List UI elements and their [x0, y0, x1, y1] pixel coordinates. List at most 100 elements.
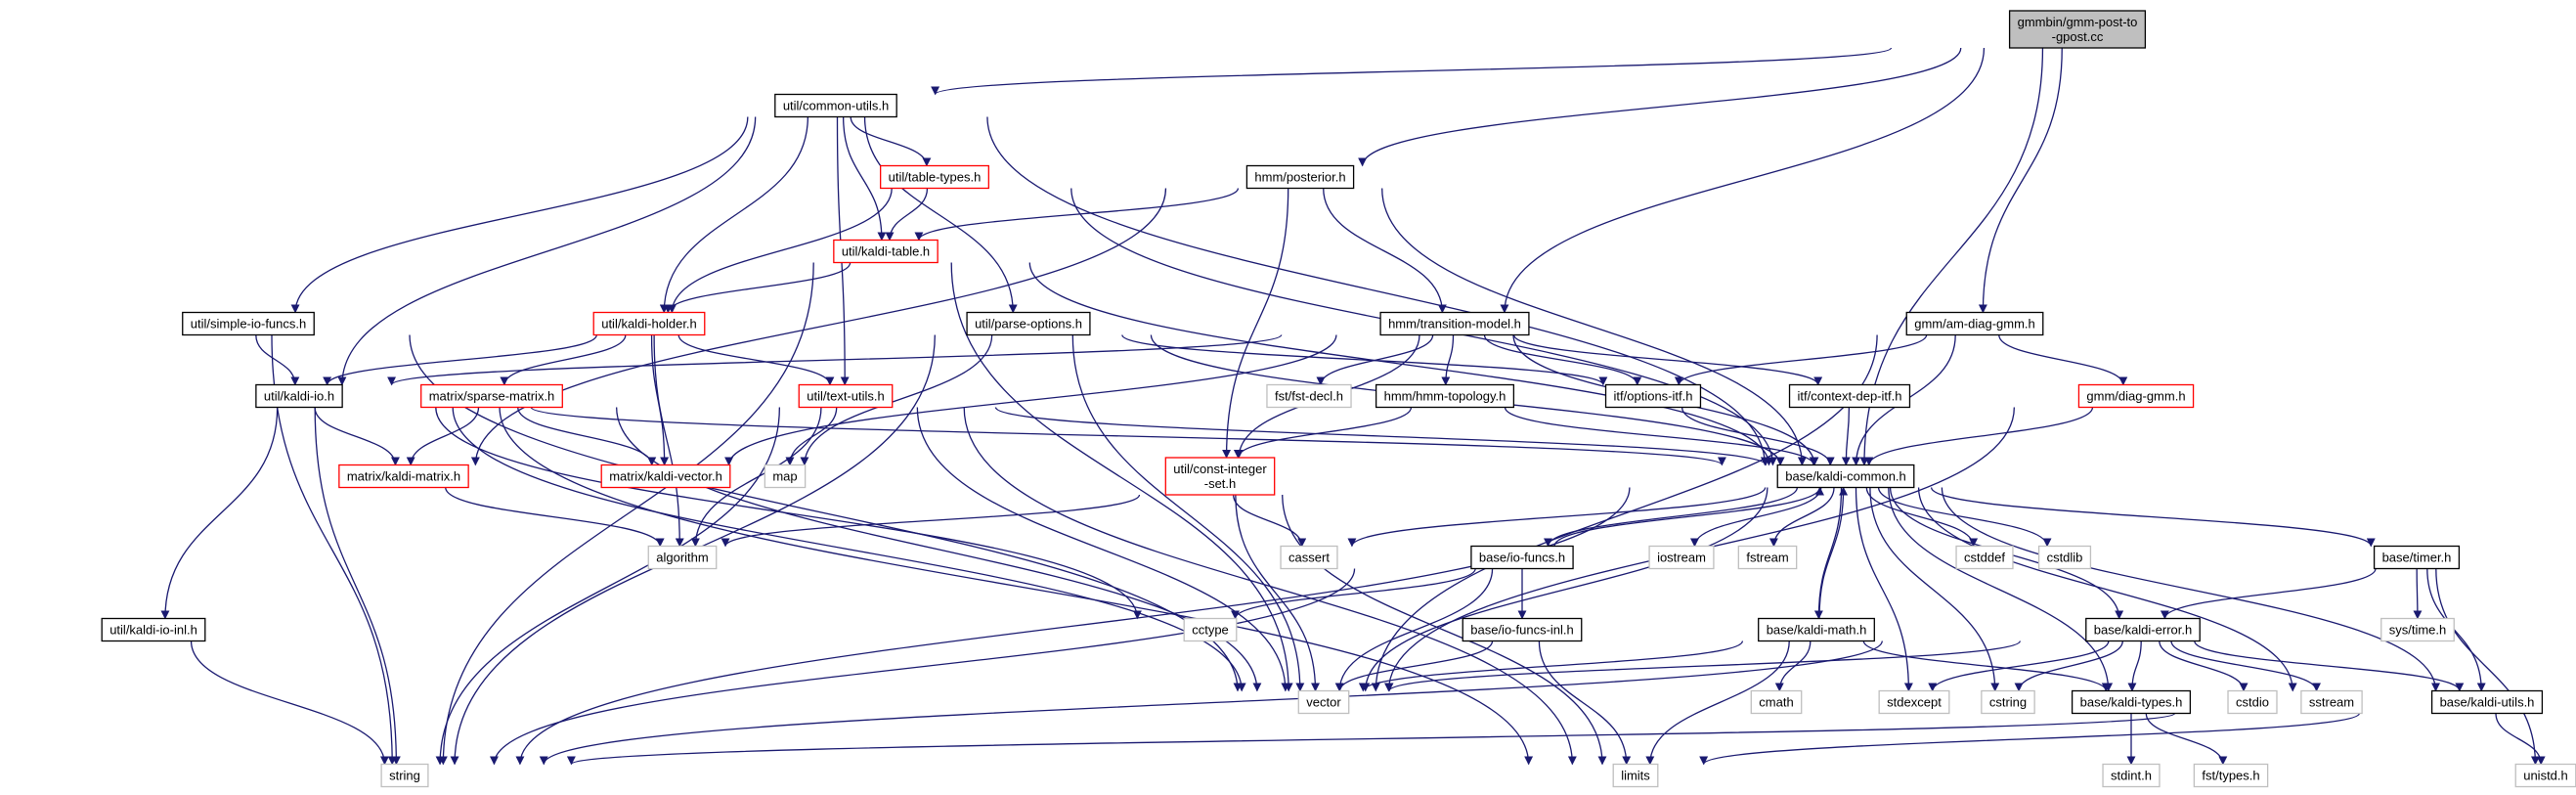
node-hmm-transition-model[interactable]: hmm/transition-model.h	[1379, 311, 1530, 336]
node-box	[1776, 464, 1915, 489]
node-label: base/io-funcs-inl.h	[1470, 623, 1574, 638]
node-base-timer[interactable]: base/timer.h	[2373, 545, 2461, 570]
edge-root-to-gmm-am-diag	[1978, 47, 2063, 314]
edge-base-kaldi-error-to-vector	[1384, 640, 2021, 692]
node-base-io-funcs-inl[interactable]: base/io-funcs-inl.h	[1462, 617, 1583, 642]
edge-util-kaldi-io-to-base-kaldi-common	[530, 406, 1726, 466]
edge-base-kaldi-common-to-base-kaldi-utils	[1941, 487, 2440, 692]
node-label: hmm/transition-model.h	[1388, 317, 1521, 331]
node-base-kaldi-common[interactable]: base/kaldi-common.h	[1776, 464, 1915, 489]
edge-base-kaldi-common-to-fstream	[1768, 487, 1835, 548]
node-cstdlib: cstdlib	[2037, 545, 2092, 570]
node-base-kaldi-math[interactable]: base/kaldi-math.h	[1758, 617, 1875, 642]
node-box	[833, 239, 939, 264]
node-matrix-sparse[interactable]: matrix/sparse-matrix.h	[420, 383, 563, 409]
node-util-common-utils[interactable]: util/common-utils.h	[774, 93, 897, 118]
node-box	[1280, 545, 1338, 570]
node-box	[1164, 457, 1276, 496]
node-label: util/text-utils.h	[807, 389, 884, 404]
edge-hmm-transition-model-to-matrix-kaldi-vector	[724, 334, 1337, 466]
node-label: util/const-integer	[1173, 462, 1267, 476]
node-label: util/simple-io-funcs.h	[191, 317, 307, 331]
node-base-kaldi-types[interactable]: base/kaldi-types.h	[2071, 689, 2192, 715]
edge-util-kaldi-io-to-limits	[499, 407, 1534, 766]
node-box	[2430, 689, 2544, 715]
node-string: string	[380, 763, 429, 788]
edge-base-kaldi-common-to-iostream	[1689, 487, 1822, 548]
node-hmm-posterior[interactable]: hmm/posterior.h	[1245, 164, 1355, 190]
node-util-parse-options[interactable]: util/parse-options.h	[966, 311, 1091, 336]
node-label: fst/fst-decl.h	[1275, 389, 1343, 404]
node-util-table-types[interactable]: util/table-types.h	[880, 164, 989, 190]
edge-util-kaldi-io-inl-to-string	[190, 640, 389, 766]
edge-base-io-funcs-to-cctype	[1231, 568, 1476, 620]
node-limits: limits	[1612, 763, 1659, 788]
node-label: cassert	[1288, 551, 1330, 565]
node-box	[1648, 545, 1715, 570]
node-box	[2037, 545, 2092, 570]
node-box	[420, 383, 563, 409]
node-gmm-am-diag[interactable]: gmm/am-diag-gmm.h	[1905, 311, 2044, 336]
node-box	[1758, 617, 1875, 642]
node-label: string	[389, 769, 420, 783]
edge-base-kaldi-error-to-sstream	[2170, 640, 2322, 692]
edge-base-kaldi-math-to-limits	[1645, 640, 1790, 766]
node-box	[798, 383, 894, 409]
node-box	[182, 311, 315, 336]
edge-base-kaldi-error-to-cstring	[2014, 640, 2123, 692]
edge-util-common-utils-to-util-kaldi-io	[337, 116, 757, 386]
edge-base-timer-to-sys-time	[2413, 568, 2423, 620]
node-util-const-int[interactable]: util/const-integer-set.h	[1164, 457, 1276, 496]
node-label: fst/types.h	[2202, 769, 2259, 783]
node-label: matrix/sparse-matrix.h	[429, 389, 555, 404]
node-box	[2300, 689, 2363, 715]
node-label: cstring	[1989, 695, 2027, 710]
node-box	[1788, 383, 1911, 409]
node-cctype: cctype	[1183, 617, 1238, 642]
edge-util-kaldi-table-to-base-kaldi-common	[1028, 262, 1773, 466]
node-itf-options[interactable]: itf/options-itf.h	[1604, 383, 1702, 409]
node-box	[774, 93, 897, 118]
node-base-io-funcs[interactable]: base/io-funcs.h	[1470, 545, 1574, 570]
node-base-kaldi-error[interactable]: base/kaldi-error.h	[2085, 617, 2201, 642]
edge-root-to-hmm-transition-model	[1500, 47, 1986, 314]
node-fstream: fstream	[1737, 545, 1798, 570]
edge-util-const-int-to-vector	[1235, 494, 1321, 692]
node-cstdio: cstdio	[2227, 689, 2278, 715]
node-util-kaldi-io[interactable]: util/kaldi-io.h	[255, 383, 343, 409]
node-util-kaldi-io-inl[interactable]: util/kaldi-io-inl.h	[101, 617, 206, 642]
edge-base-kaldi-common-to-sstream	[1917, 487, 2297, 692]
edge-hmm-transition-model-to-itf-context-dep	[1512, 334, 1823, 386]
node-matrix-kaldi-vector[interactable]: matrix/kaldi-vector.h	[600, 464, 731, 489]
node-box	[101, 617, 206, 642]
node-box	[764, 464, 807, 489]
node-box	[1462, 617, 1583, 642]
node-util-kaldi-holder[interactable]: util/kaldi-holder.h	[592, 311, 706, 336]
node-base-kaldi-utils[interactable]: base/kaldi-utils.h	[2430, 689, 2544, 715]
edge-base-kaldi-types-to-fst-types	[2145, 713, 2228, 766]
node-util-simple-io[interactable]: util/simple-io-funcs.h	[182, 311, 315, 336]
edge-util-kaldi-table-to-string	[438, 262, 814, 766]
node-gmm-diag[interactable]: gmm/diag-gmm.h	[2077, 383, 2195, 409]
edge-base-kaldi-error-to-base-kaldi-types	[2127, 640, 2142, 692]
node-stdint: stdint.h	[2102, 763, 2161, 788]
node-label: stdint.h	[2111, 769, 2152, 783]
node-box	[2380, 617, 2455, 642]
edge-base-kaldi-math-to-base-kaldi-types	[1862, 640, 2111, 692]
node-box	[1297, 689, 1350, 715]
node-cmath: cmath	[1750, 689, 1803, 715]
edge-base-kaldi-common-to-cstdlib	[1877, 487, 2052, 548]
node-util-kaldi-table[interactable]: util/kaldi-table.h	[833, 239, 939, 264]
node-iostream: iostream	[1648, 545, 1715, 570]
node-hmm-topology[interactable]: hmm/hmm-topology.h	[1375, 383, 1515, 409]
node-itf-context-dep[interactable]: itf/context-dep-itf.h	[1788, 383, 1911, 409]
edge-layer	[160, 47, 2546, 766]
node-matrix-kaldi-matrix[interactable]: matrix/kaldi-matrix.h	[338, 464, 469, 489]
node-label: vector	[1306, 695, 1341, 710]
node-unistd: unistd.h	[2514, 763, 2576, 788]
node-layer: gmmbin/gmm-post-to-gpost.ccutil/common-u…	[101, 10, 2576, 788]
node-util-text-utils[interactable]: util/text-utils.h	[798, 383, 894, 409]
node-box	[1470, 545, 1574, 570]
edge-util-parse-options-to-vector	[1071, 334, 1305, 692]
edge-util-text-utils-to-string	[435, 407, 780, 766]
